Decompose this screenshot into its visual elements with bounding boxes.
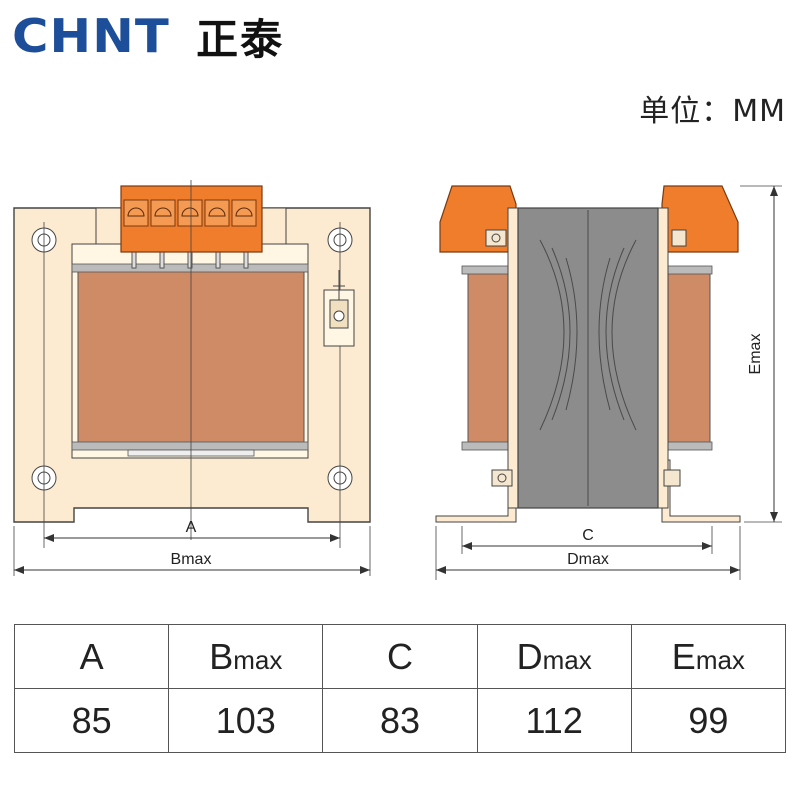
spec-header-a: A xyxy=(13,624,170,689)
front-terminal-block xyxy=(120,185,263,253)
spec-header-emax: Emax xyxy=(630,624,787,689)
spec-header-c: C xyxy=(322,624,478,689)
side-foot-right xyxy=(661,459,741,523)
brand-latin: CHNT xyxy=(12,9,170,63)
spec-value-dmax: 112 xyxy=(476,688,632,753)
side-bolts xyxy=(485,229,687,487)
front-view: A Bmax xyxy=(13,180,371,576)
spec-header-dmax: Dmax xyxy=(476,624,632,689)
spec-value-c: 83 xyxy=(322,688,478,753)
dim-label-a: A xyxy=(186,519,197,536)
dim-label-dmax: Dmax xyxy=(567,551,609,568)
spec-value-row: 85 103 83 112 99 xyxy=(13,688,787,753)
spec-header-row: A Bmax C Dmax Emax xyxy=(13,624,787,689)
spec-header-bmax: Bmax xyxy=(168,624,324,689)
ground-terminal xyxy=(323,270,355,347)
spec-value-a: 85 xyxy=(13,688,170,753)
side-view: C Dmax Emax xyxy=(435,185,782,580)
spec-value-emax: 99 xyxy=(630,688,787,753)
dim-label-emax: Emax xyxy=(747,334,764,375)
dim-label-c: C xyxy=(582,527,594,544)
dim-label-bmax: Bmax xyxy=(171,551,212,568)
transformer-drawing: A Bmax xyxy=(13,180,782,580)
unit-label: 单位：MM xyxy=(639,94,786,129)
side-foot-left xyxy=(435,459,517,523)
spec-value-bmax: 103 xyxy=(168,688,324,753)
brand-logo: CHNT 正泰 xyxy=(12,9,284,64)
brand-chinese: 正泰 xyxy=(196,14,285,64)
spec-table: A Bmax C Dmax Emax 85 103 83 112 99 xyxy=(13,624,787,753)
